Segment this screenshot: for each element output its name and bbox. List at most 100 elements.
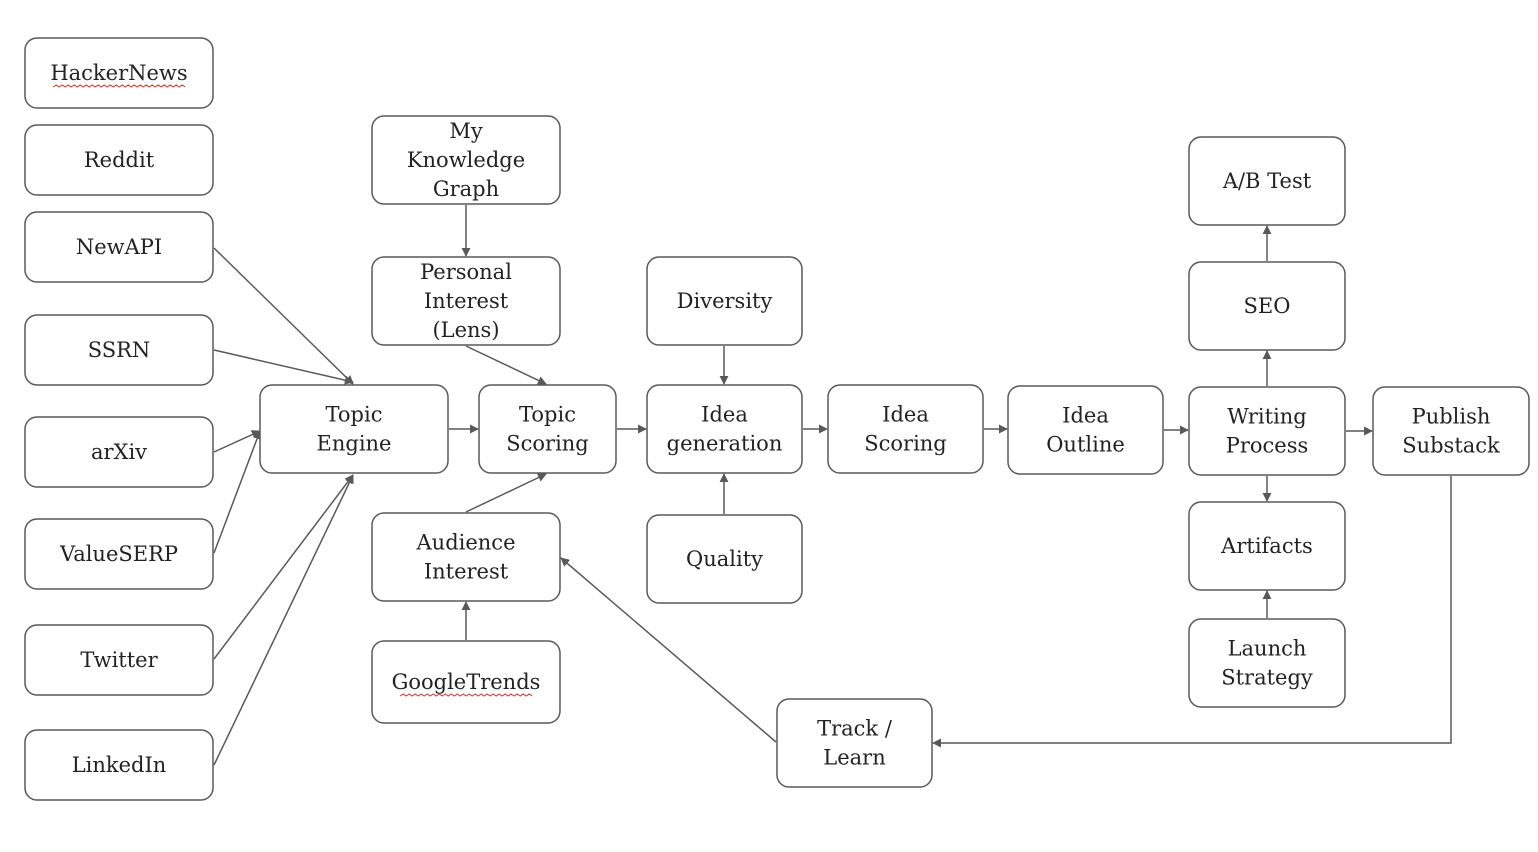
- node-label-seo: SEO: [1244, 294, 1291, 318]
- edge-ssrn-to-topic-engine: [213, 349, 354, 385]
- node-seo: SEO: [1188, 261, 1346, 351]
- node-label-writing-process: Writing: [1227, 405, 1307, 429]
- edge-personal-interest-to-topic-scoring: [465, 345, 547, 385]
- spellcheck-underline: [52, 84, 186, 88]
- node-arxiv: arXiv: [24, 416, 214, 488]
- node-label-launch-strategy: Launch: [1228, 637, 1307, 661]
- edges-layer: [213, 205, 1452, 766]
- node-label-newapi: NewAPI: [76, 235, 162, 259]
- node-label-writing-process: Process: [1226, 434, 1309, 458]
- node-label-twitter: Twitter: [80, 648, 158, 672]
- node-label-quality: Quality: [686, 547, 763, 571]
- node-box-linkedin: [24, 729, 214, 801]
- node-label-idea-scoring: Scoring: [864, 432, 947, 456]
- node-box-track-learn: [776, 698, 933, 788]
- node-label-knowledge-graph: Graph: [433, 177, 499, 201]
- node-googletrends: GoogleTrends: [371, 640, 561, 724]
- node-box-idea-generation: [646, 384, 803, 474]
- node-box-launch-strategy: [1188, 618, 1346, 708]
- node-label-audience-interest: Interest: [424, 560, 509, 584]
- node-box-publish-substack: [1372, 386, 1530, 476]
- node-label-idea-outline: Idea: [1062, 404, 1109, 428]
- node-label-track-learn: Learn: [823, 746, 885, 770]
- node-label-topic-engine: Topic: [326, 403, 383, 427]
- node-valueserp: ValueSERP: [24, 518, 214, 590]
- node-label-track-learn: Track /: [817, 717, 893, 741]
- node-label-topic-engine: Engine: [317, 432, 392, 456]
- node-label-topic-scoring: Topic: [519, 403, 576, 427]
- node-linkedin: LinkedIn: [24, 729, 214, 801]
- node-box-personal-interest: [371, 256, 561, 346]
- node-label-hackernews: HackerNews: [50, 61, 187, 85]
- node-label-diversity: Diversity: [677, 289, 773, 313]
- node-box-hackernews: [24, 37, 214, 109]
- node-newapi: NewAPI: [24, 211, 214, 283]
- node-box-quality: [646, 514, 803, 604]
- node-label-ssrn: SSRN: [88, 338, 151, 362]
- node-diversity: Diversity: [646, 256, 803, 346]
- node-artifacts: Artifacts: [1188, 501, 1346, 591]
- node-label-audience-interest: Audience: [416, 531, 516, 555]
- node-label-googletrends: GoogleTrends: [392, 670, 541, 694]
- node-label-arxiv: arXiv: [91, 440, 147, 464]
- node-box-audience-interest: [371, 512, 561, 602]
- node-quality: Quality: [646, 514, 803, 604]
- spellcheck-underline: [399, 693, 533, 697]
- edge-newapi-to-topic-engine: [213, 247, 354, 385]
- node-label-publish-substack: Publish: [1412, 405, 1491, 429]
- node-box-diversity: [646, 256, 803, 346]
- node-box-topic-scoring: [478, 384, 617, 474]
- node-box-ssrn: [24, 314, 214, 386]
- node-box-writing-process: [1188, 386, 1346, 476]
- node-box-googletrends: [371, 640, 561, 724]
- node-hackernews: HackerNews: [24, 37, 214, 109]
- node-label-idea-generation: Idea: [701, 403, 748, 427]
- node-label-idea-generation: generation: [667, 432, 783, 456]
- node-box-arxiv: [24, 416, 214, 488]
- node-label-valueserp: ValueSERP: [59, 542, 178, 566]
- node-label-idea-scoring: Idea: [882, 403, 929, 427]
- node-box-knowledge-graph: [371, 115, 561, 205]
- edge-track-learn-to-audience-interest: [560, 557, 777, 743]
- edge-audience-interest-to-topic-scoring: [465, 473, 547, 513]
- edge-valueserp-to-topic-engine: [213, 430, 262, 554]
- node-box-reddit: [24, 124, 214, 196]
- node-box-idea-scoring: [827, 384, 984, 474]
- node-box-newapi: [24, 211, 214, 283]
- node-track-learn: Track / Learn: [776, 698, 933, 788]
- node-label-knowledge-graph: My: [449, 119, 483, 143]
- node-label-linkedin: LinkedIn: [72, 753, 167, 777]
- node-label-personal-interest: Interest: [424, 289, 509, 313]
- edge-publish-substack-to-track-learn: [932, 476, 1452, 748]
- node-box-topic-engine: [259, 384, 449, 474]
- node-reddit: Reddit: [24, 124, 214, 196]
- node-label-knowledge-graph: Knowledge: [407, 148, 525, 172]
- node-label-personal-interest: Personal: [420, 260, 512, 284]
- edge-linkedin-to-topic-engine: [213, 474, 354, 766]
- node-box-idea-outline: [1007, 385, 1164, 475]
- node-ssrn: SSRN: [24, 314, 214, 386]
- node-idea-generation: Idea generation: [646, 384, 803, 474]
- node-label-idea-outline: Outline: [1046, 433, 1125, 457]
- node-label-publish-substack: Substack: [1402, 434, 1500, 458]
- node-box-ab-test: [1188, 136, 1346, 226]
- node-label-reddit: Reddit: [84, 148, 155, 172]
- edge-twitter-to-topic-engine: [213, 474, 354, 660]
- edge-arxiv-to-topic-engine: [213, 430, 261, 453]
- node-box-artifacts: [1188, 501, 1346, 591]
- node-box-twitter: [24, 624, 214, 696]
- node-twitter: Twitter: [24, 624, 214, 696]
- node-label-ab-test: A/B Test: [1222, 169, 1312, 193]
